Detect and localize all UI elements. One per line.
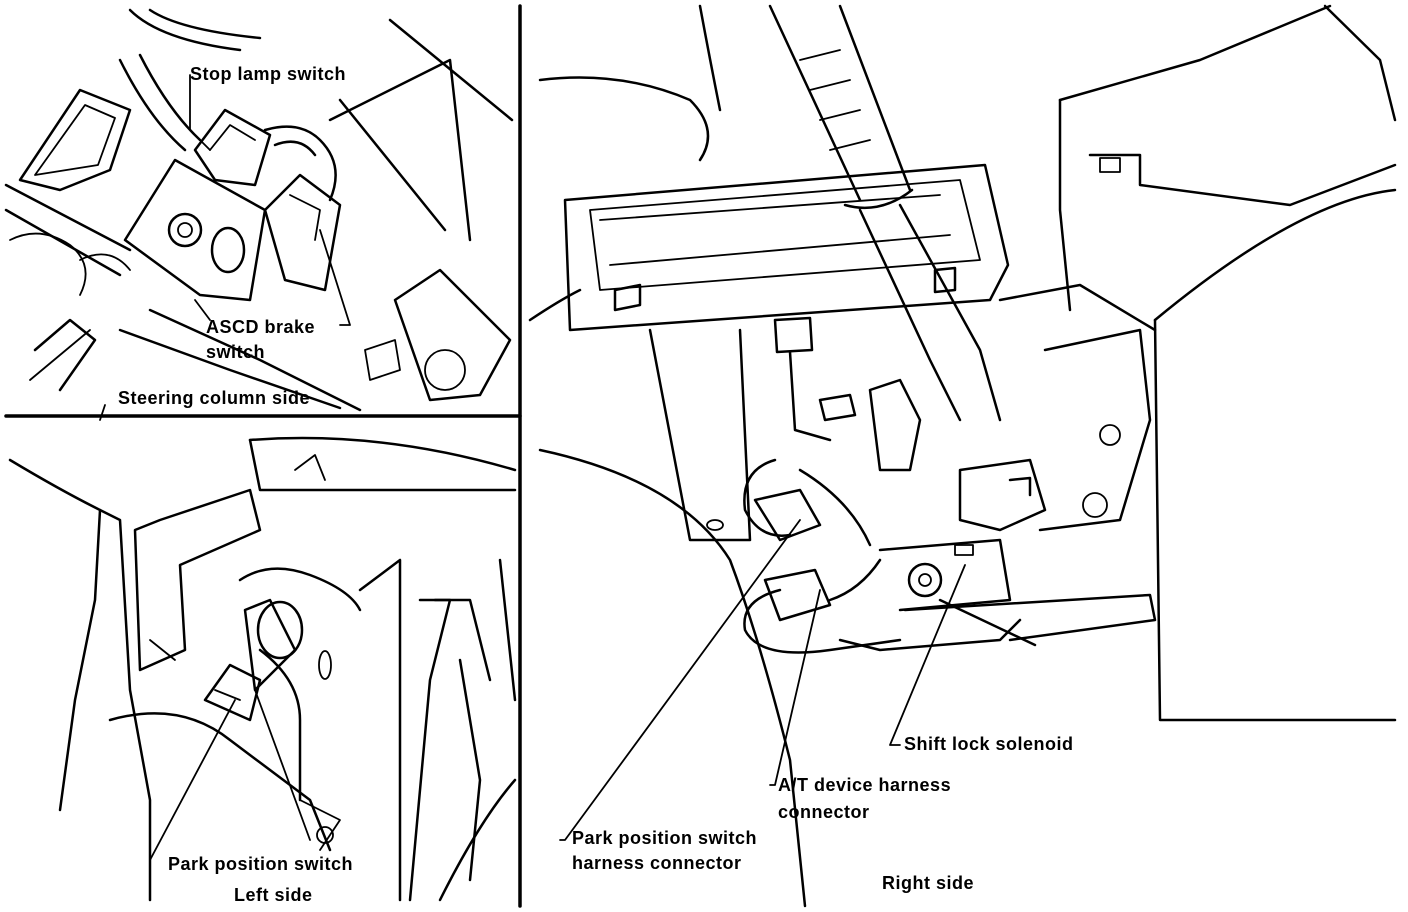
steering-column-drawing xyxy=(4,8,514,421)
label-stop-lamp-switch: Stop lamp switch xyxy=(190,64,347,84)
label-ascd-brake-switch-line2: switch xyxy=(206,342,266,362)
label-at-device-harness-line1: A/T device harness xyxy=(778,775,952,795)
label-ascd-brake-switch-line1: ASCD brake xyxy=(206,317,316,337)
label-shift-lock-solenoid: Shift lock solenoid xyxy=(904,734,1074,754)
left-side-drawing xyxy=(8,436,517,902)
label-at-device-harness-line2: connector xyxy=(778,802,870,822)
label-steering-column-side: Steering column side xyxy=(118,388,311,408)
label-left-side: Left side xyxy=(234,885,313,905)
label-park-position-switch: Park position switch xyxy=(168,854,354,874)
label-park-switch-harness-line1: Park position switch xyxy=(572,828,758,848)
label-right-side: Right side xyxy=(882,873,975,893)
label-park-switch-harness-line2: harness connector xyxy=(572,853,742,873)
right-side-drawing xyxy=(528,4,1397,908)
panel-dividers xyxy=(4,4,522,908)
